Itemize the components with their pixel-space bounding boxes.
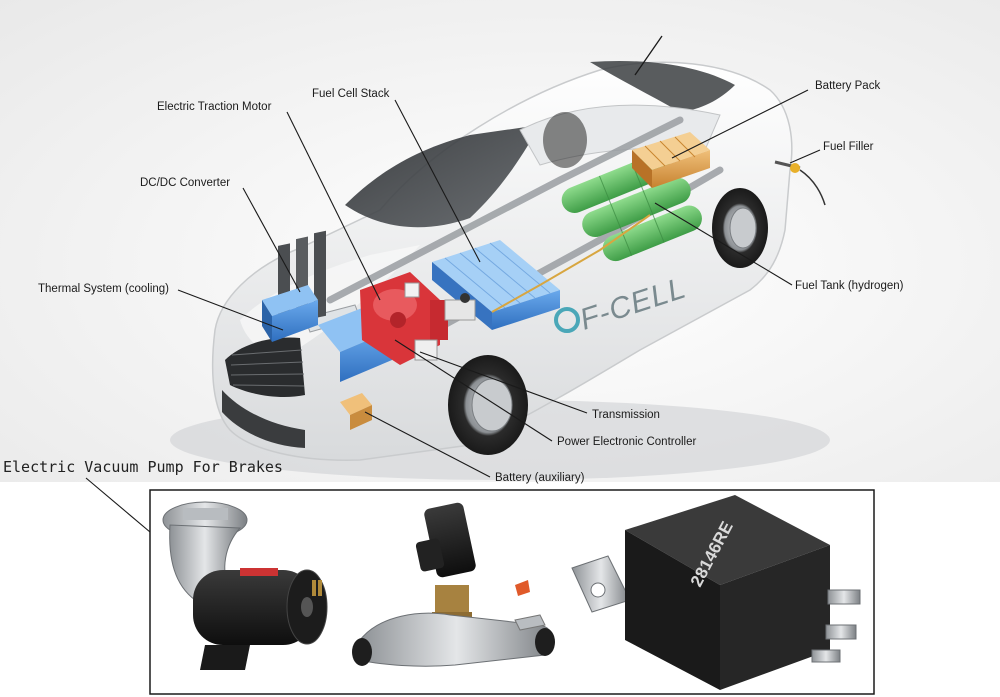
diagram-labels: Electric Traction Motor Fuel Cell Stack … [38,80,904,484]
label-battery-pack: Battery Pack [815,80,880,92]
relay-module-illustration: 28146RE [571,495,861,690]
label-fuel-cell-stack: Fuel Cell Stack [312,88,390,100]
power-electronics-boxes [404,282,476,361]
car-illustration: F-CELL [170,35,830,480]
rear-wheel-far [543,112,587,168]
label-transmission: Transmission [592,409,660,421]
pressure-switch-illustration [352,502,555,667]
rear-wheel [712,188,768,268]
leader-lines [85,89,821,533]
caption-electric-vacuum-pump: Electric Vacuum Pump For Brakes [3,458,283,476]
label-dc-dc-converter: DC/DC Converter [140,177,230,189]
vacuum-pump-illustration [162,501,328,670]
auxiliary-battery-block [340,393,372,430]
dc-dc-converter-block [262,285,318,342]
front-wheel [448,355,528,455]
fuel-filler-nozzle [774,160,826,206]
label-fuel-tank: Fuel Tank (hydrogen) [795,280,904,292]
label-battery-auxiliary: Battery (auxiliary) [495,472,585,484]
label-fuel-filler: Fuel Filler [823,141,874,153]
label-power-electronic-controller: Power Electronic Controller [557,436,697,448]
label-thermal-system: Thermal System (cooling) [38,283,169,295]
label-electric-traction-motor: Electric Traction Motor [157,101,272,113]
battery-pack-block [632,132,710,188]
